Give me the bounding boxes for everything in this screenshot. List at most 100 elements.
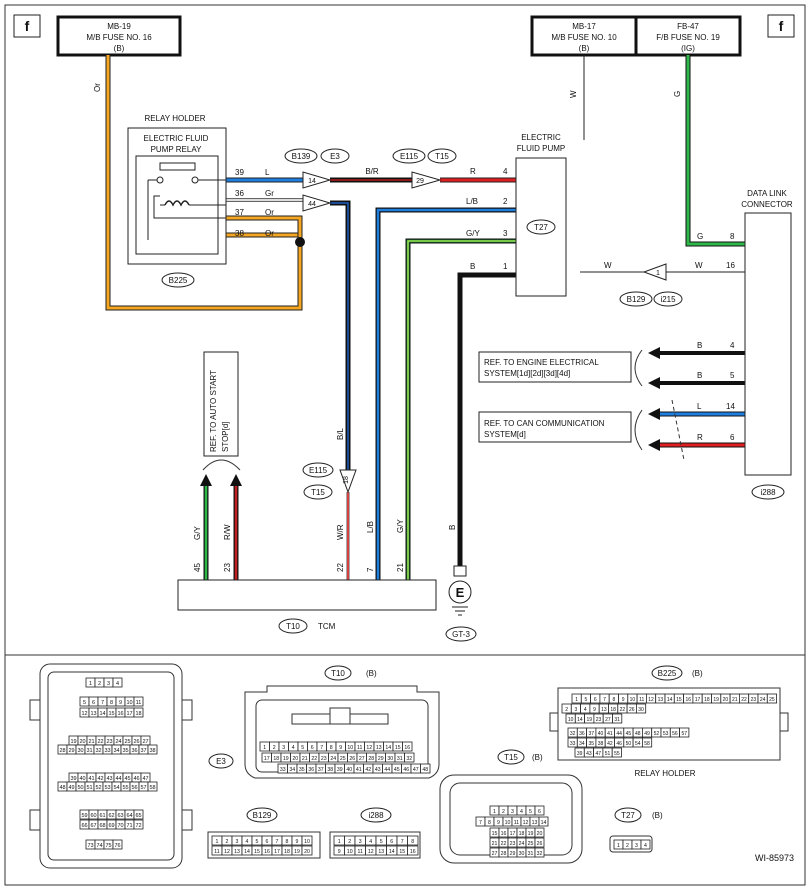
connector-pin-label: 73 <box>87 843 93 849</box>
connector-pin-label: 26 <box>629 707 635 713</box>
connector-pin-label: 4 <box>584 707 587 713</box>
connector-pin-label: 9 <box>339 745 342 751</box>
connector-pin <box>611 747 622 758</box>
connector-pin-label: 3 <box>282 745 285 751</box>
svg-text:29: 29 <box>416 178 424 185</box>
connector-pin-label: 12 <box>648 697 654 703</box>
connector-pin-label: 39 <box>337 767 343 773</box>
connector-pin-label: 23 <box>510 841 516 847</box>
wire-dlc-6 <box>648 439 745 451</box>
svg-text:f: f <box>25 18 30 34</box>
svg-text:GT-3: GT-3 <box>452 630 470 639</box>
svg-text:i288: i288 <box>760 488 776 497</box>
connector-pin-label: 52 <box>654 731 660 737</box>
connector-pin-label: 38 <box>149 748 155 754</box>
connector-pin-label: 10 <box>505 820 511 826</box>
connector-pin-label: 27 <box>142 739 148 745</box>
relay-pin-labels: 39 L 36 Gr 37 Or 38 Or <box>235 168 274 238</box>
svg-text:DATA LINK: DATA LINK <box>747 189 787 198</box>
ref-can-communication: REF. TO CAN COMMUNICATION SYSTEM[d] <box>478 409 643 451</box>
connector-pin-label: 27 <box>359 756 365 762</box>
connector-pin <box>636 703 647 714</box>
connector-pin-label: 46 <box>403 767 409 773</box>
connector-pin-label: 48 <box>59 785 65 791</box>
connector-pin-label: 13 <box>658 697 664 703</box>
svg-text:2: 2 <box>503 197 508 206</box>
connector-pin-label: 54 <box>635 741 641 747</box>
svg-text:SYSTEM[d]: SYSTEM[d] <box>484 430 526 439</box>
connector-pin-label: 34 <box>579 741 585 747</box>
svg-text:E115: E115 <box>309 466 328 475</box>
svg-text:B: B <box>470 262 475 271</box>
connector-pin-label: 18 <box>519 831 525 837</box>
svg-text:B: B <box>697 371 702 380</box>
svg-text:14: 14 <box>726 402 735 411</box>
junction-e3-44: 44 <box>302 194 332 212</box>
svg-text:FB-47: FB-47 <box>677 22 699 31</box>
connector-pin-label: 21 <box>732 697 738 703</box>
connector-pin-label: 61 <box>99 813 105 819</box>
connector-pin <box>112 677 123 688</box>
figure-id: WI-85973 <box>755 853 794 863</box>
connector-pin-label: 34 <box>113 748 119 754</box>
svg-text:(B): (B) <box>114 44 125 53</box>
connector-pin-label: 51 <box>86 785 92 791</box>
connector-pin <box>407 835 419 846</box>
svg-text:W: W <box>604 261 612 270</box>
connector-pin-label: 5 <box>585 697 588 703</box>
wire-b-ground <box>457 272 516 566</box>
connector-pin-label: 31 <box>86 748 92 754</box>
connector-pin-label: 13 <box>376 745 382 751</box>
ref-bracket-auto-start <box>202 459 241 471</box>
svg-text:R/W: R/W <box>223 524 232 540</box>
connector-pin-label: 43 <box>375 767 381 773</box>
connector-pin-label: 9 <box>119 700 122 706</box>
connector-pin-label: 4 <box>116 681 119 687</box>
connector-pin-label: 54 <box>113 785 119 791</box>
connector-pin-label: 47 <box>142 776 148 782</box>
svg-text:W/R: W/R <box>336 524 345 540</box>
connector-pin-label: 32 <box>406 756 412 762</box>
connector-tag-i215: i215 <box>653 291 683 307</box>
svg-text:14: 14 <box>308 178 316 185</box>
connector-pin-label: 34 <box>289 767 295 773</box>
connector-pin <box>534 847 545 858</box>
connector-pin-label: 15 <box>492 831 498 837</box>
connector-pin-label: 18 <box>273 756 279 762</box>
connector-pin-label: 17 <box>695 697 701 703</box>
ref-engine-electrical: REF. TO ENGINE ELECTRICAL SYSTEM[1d][2d]… <box>478 349 643 387</box>
connector-pin-label: 45 <box>626 731 632 737</box>
connector-pin-label: 18 <box>135 711 141 717</box>
wire-lb <box>375 207 516 580</box>
connector-pin-label: 45 <box>394 767 400 773</box>
svg-text:L/B: L/B <box>466 197 478 206</box>
svg-text:B225: B225 <box>658 669 677 678</box>
svg-text:W: W <box>695 261 703 270</box>
connector-pin-label: 40 <box>79 776 85 782</box>
connector-pin-label: 9 <box>622 697 625 703</box>
connector-pin-label: 42 <box>607 741 613 747</box>
pump-pin-labels: R 4 L/B 2 G/Y 3 B 1 <box>466 167 508 271</box>
svg-text:R: R <box>470 167 476 176</box>
connector-pin <box>112 839 123 850</box>
twisted-pair-mark <box>671 399 685 461</box>
connector-pin-label: 20 <box>304 849 310 855</box>
svg-text:E3: E3 <box>330 152 340 161</box>
connector-pin-label: 11 <box>214 849 219 855</box>
connector-pin-label: 1 <box>617 843 620 849</box>
connector-tag-t15-b: T15 <box>303 484 333 500</box>
connector-pin <box>534 837 545 848</box>
svg-text:B139: B139 <box>292 152 311 161</box>
connector-pin-label: 57 <box>140 785 146 791</box>
svg-text:f: f <box>779 18 784 34</box>
connector-pin-label: 37 <box>140 748 146 754</box>
svg-text:(B): (B) <box>692 669 703 678</box>
connector-pin-label: 44 <box>384 767 390 773</box>
connector-tag-e115-b: E115 <box>302 462 334 478</box>
connector-pin-label: 72 <box>135 823 141 829</box>
connector-pin-label: 30 <box>638 707 644 713</box>
connector-pin-label: 28 <box>59 748 65 754</box>
